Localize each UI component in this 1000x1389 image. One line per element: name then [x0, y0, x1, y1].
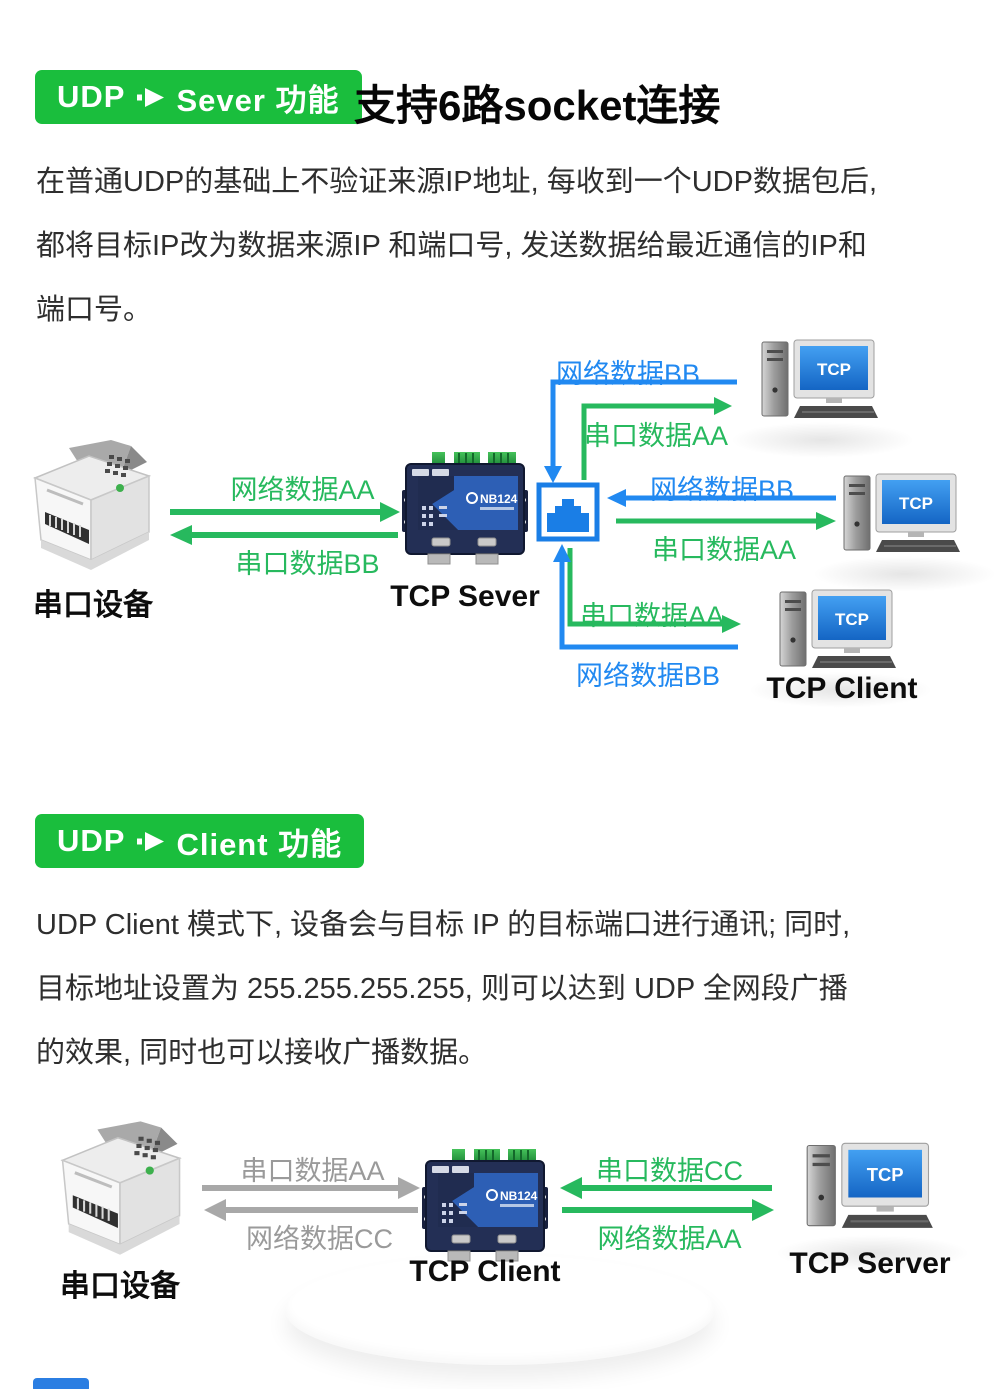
udp-server-description: 在普通UDP的基础上不验证来源IP地址, 每收到一个UDP数据包后, 都将目标I… [36, 150, 971, 342]
badge-suffix: Sever 功能 [176, 82, 340, 118]
tcp-server-caption: TCP Server [789, 1247, 951, 1280]
pc-shadow [775, 1235, 970, 1271]
next-section-accent-bar [33, 1378, 89, 1389]
arrow-label-bot-serial-aa: 串口数据AA [580, 601, 725, 631]
para-line: 的效果, 同时也可以接收广播数据。 [36, 1037, 488, 1069]
serial-server-device-icon: NB124 [402, 452, 528, 565]
badge-suffix: Client 功能 [176, 826, 343, 862]
para-line: 目标地址设置为 255.255.255.255, 则可以达到 UDP 全网段广播 [36, 973, 848, 1005]
udp-server-diagram: 串口设备 [0, 330, 1000, 780]
udp-client-diagram: 串口设备 [0, 1095, 1000, 1389]
arrow-label-serial-bb: 串口数据BB [235, 549, 380, 579]
pc-shadow [748, 672, 933, 708]
badge-prefix: UDP [57, 823, 126, 858]
arrow-label-serial-aa: 串口数据AA [240, 1156, 385, 1186]
device-model-text: NB124 [500, 1189, 538, 1203]
serial-device-caption: 串口设备 [33, 589, 153, 622]
tcp-client-caption: TCP Client [766, 672, 918, 705]
pc-shadow [812, 556, 997, 592]
badge-arrow-icon [137, 87, 165, 107]
serial-device-icon [60, 1121, 182, 1255]
pc-screen-label: TCP [835, 610, 869, 629]
tcp-client-pc-icon: TCP [843, 473, 960, 552]
tcp-server-pc-icon: TCP [806, 1142, 933, 1228]
pc-shadow [730, 422, 915, 458]
para-line: UDP Client 模式下, 设备会与目标 IP 的目标端口进行通讯; 同时, [36, 909, 851, 941]
badge-prefix: UDP [57, 79, 126, 114]
arrow-label-top-net-bb: 网络数据BB [556, 359, 701, 389]
tcp-server-caption: TCP Sever [390, 580, 540, 613]
tcp-client-pc-icon: TCP [761, 339, 878, 418]
pc-screen-label: TCP [817, 360, 851, 379]
arrow-label-top-serial-aa: 串口数据AA [584, 421, 729, 451]
arrow-label-mid-net-bb: 网络数据BB [650, 475, 795, 505]
section-title: 支持6路socket连接 [354, 82, 721, 129]
serial-device-icon [32, 440, 152, 570]
arrow-label-serial-cc: 串口数据CC [596, 1156, 743, 1186]
udp-client-description: UDP Client 模式下, 设备会与目标 IP 的目标端口进行通讯; 同时,… [36, 893, 971, 1085]
ethernet-port-icon [536, 482, 600, 542]
badge-arrow-icon [137, 831, 165, 851]
para-line: 都将目标IP改为数据来源IP 和端口号, 发送数据给最近通信的IP和 [36, 230, 867, 262]
udp-client-badge: UDP Client 功能 [35, 814, 365, 868]
platform-shadow [285, 1255, 715, 1365]
device-model-text: NB124 [480, 492, 518, 506]
pc-screen-label: TCP [867, 1164, 904, 1185]
pc-screen-label: TCP [899, 494, 933, 513]
para-line: 端口号。 [36, 294, 153, 326]
arrow-label-net-cc: 网络数据CC [246, 1224, 393, 1254]
arrow-label-net-aa: 网络数据AA [597, 1224, 742, 1254]
arrow-label-bot-net-bb: 网络数据BB [576, 661, 721, 691]
arrow-label-mid-serial-aa: 串口数据AA [652, 535, 797, 565]
arrow-label-net-aa: 网络数据AA [230, 475, 375, 505]
serial-device-caption: 串口设备 [60, 1270, 180, 1303]
tcp-client-caption: TCP Client [409, 1255, 561, 1288]
udp-server-badge: UDP Sever 功能 [35, 70, 362, 124]
para-line: 在普通UDP的基础上不验证来源IP地址, 每收到一个UDP数据包后, [36, 166, 878, 198]
serial-server-device-icon: NB124 [422, 1149, 548, 1262]
tcp-client-pc-icon: TCP [779, 589, 896, 668]
